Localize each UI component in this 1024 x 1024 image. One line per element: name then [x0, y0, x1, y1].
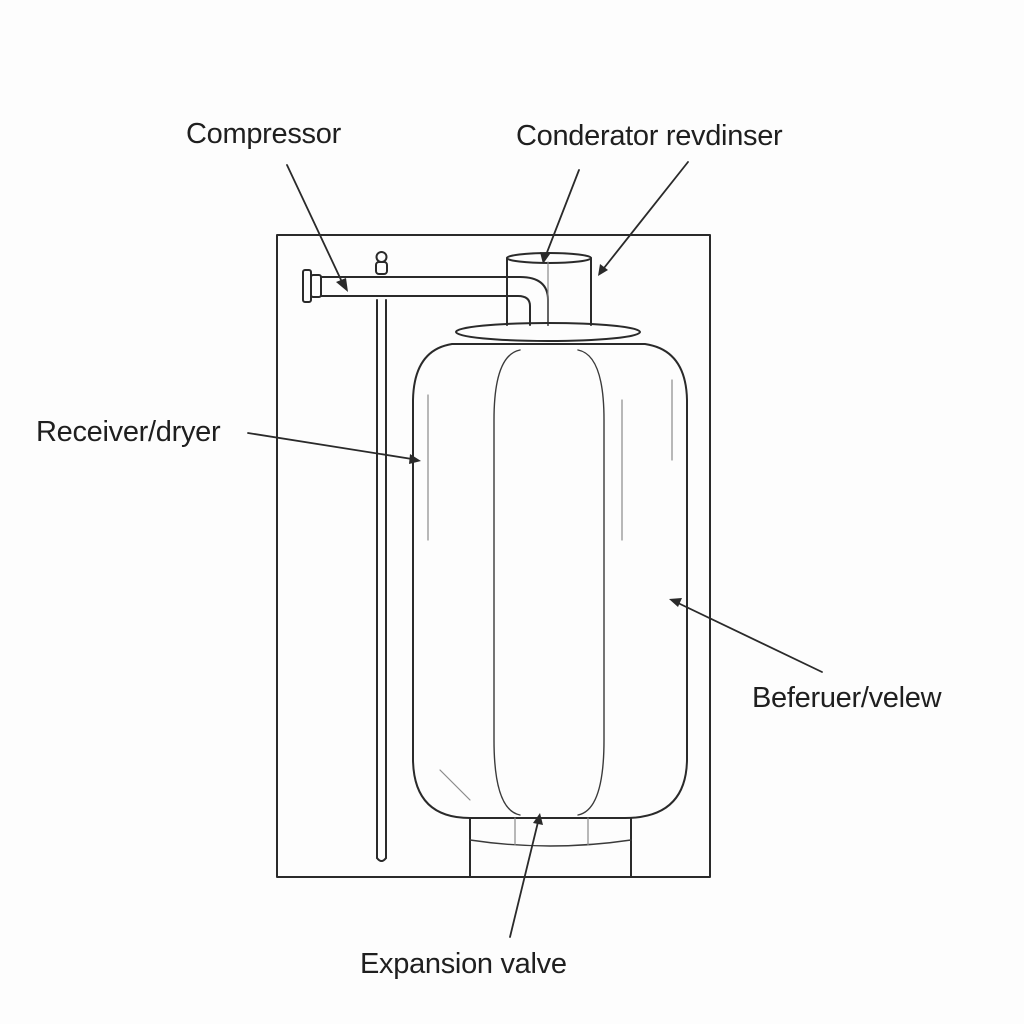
enclosure-frame — [276, 234, 711, 878]
pointer-expansion-valve — [509, 813, 543, 938]
tank-top-plate — [455, 322, 641, 342]
pointer-condenser-1 — [540, 169, 580, 264]
top-fitting — [506, 252, 592, 326]
tank-body — [412, 343, 688, 819]
label-evaporator: Beferuer/velew — [752, 682, 942, 714]
label-compressor: Compressor — [186, 118, 341, 150]
pointer-condenser-2 — [598, 161, 689, 276]
pointer-receiver-dryer — [247, 432, 421, 464]
label-condenser: Conderator revdinser — [516, 120, 783, 152]
label-receiver-dryer: Receiver/dryer — [36, 416, 221, 448]
pointer-evaporator — [669, 598, 823, 673]
label-expansion-valve: Expansion valve — [360, 948, 567, 980]
vertical-rod — [375, 251, 388, 862]
tank-base — [469, 817, 632, 878]
pointer-compressor — [286, 164, 348, 292]
